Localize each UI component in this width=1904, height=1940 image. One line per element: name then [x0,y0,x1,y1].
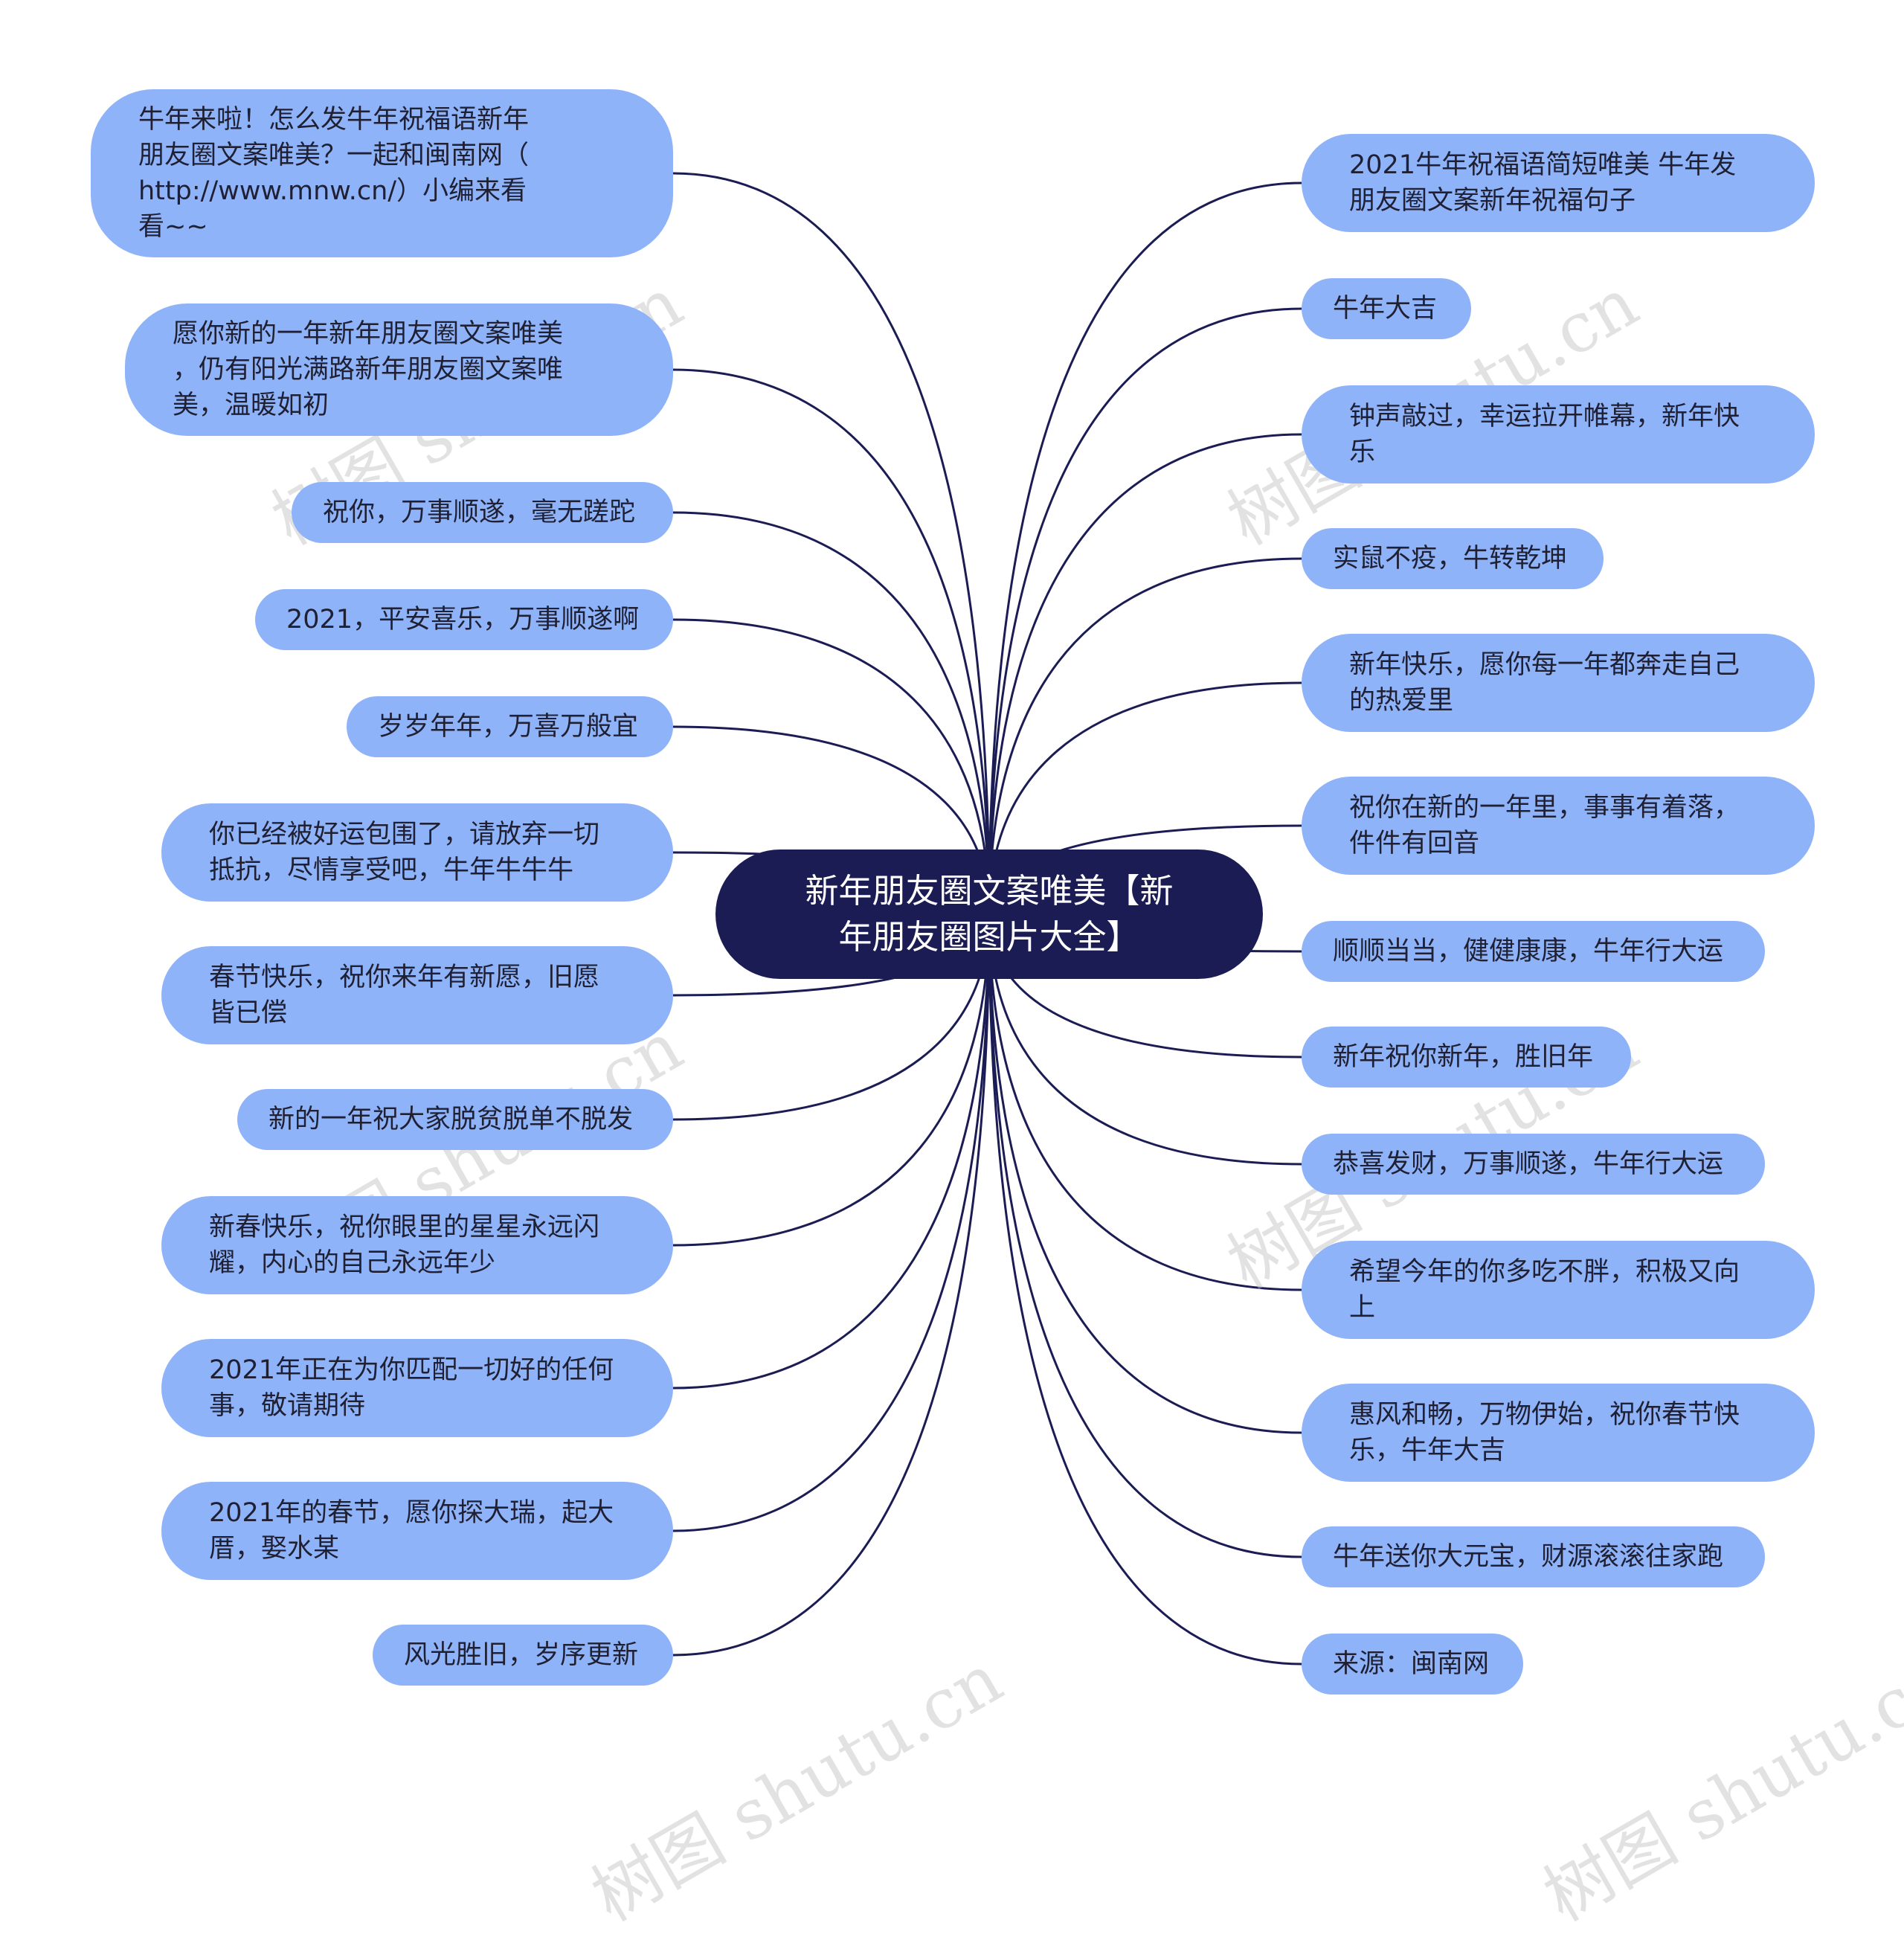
left-branch-label: 2021，平安喜乐，万事顺遂啊 [286,605,640,635]
left-branch-node[interactable]: 岁岁年年，万喜万般宜 [347,696,673,757]
right-connector-line [988,307,1302,914]
right-branch-label: 牛年送你大元宝，财源滚滚往家跑 [1333,1542,1724,1572]
right-branch-label: 2021牛年祝福语简短唯美 牛年发 朋友圈文案新年祝福句子 [1349,150,1737,216]
left-connector-line [672,172,991,914]
right-branch-label: 顺顺当当，健健康康，牛年行大运 [1333,937,1724,966]
left-connector-line [672,368,991,914]
right-branch-label: 新年祝你新年，胜旧年 [1333,1042,1594,1072]
left-connector-line [672,618,991,914]
right-branch-node[interactable]: 希望今年的你多吃不胖，积极又向 上 [1302,1241,1815,1339]
right-branch-node[interactable]: 惠风和畅，万物伊始，祝你春节快 乐，牛年大吉 [1302,1384,1815,1482]
right-branch-node[interactable]: 新年快乐，愿你每一年都奔走自己 的热爱里 [1302,634,1815,732]
right-branch-node[interactable]: 顺顺当当，健健康康，牛年行大运 [1302,921,1765,982]
right-branch-node[interactable]: 新年祝你新年，胜旧年 [1302,1027,1631,1088]
right-connector-line [988,913,1302,1666]
right-branch-label: 恭喜发财，万事顺遂，牛年行大运 [1333,1149,1724,1179]
right-branch-label: 牛年大吉 [1333,294,1438,324]
right-branch-label: 钟声敲过，幸运拉开帷幕，新年快 乐 [1349,402,1740,467]
right-branch-label: 新年快乐，愿你每一年都奔走自己 的热爱里 [1349,650,1740,716]
left-branch-node[interactable]: 风光胜旧，岁序更新 [373,1625,673,1686]
left-branch-label: 2021年的春节，愿你探大瑞，起大 厝，娶水某 [209,1498,614,1564]
right-branch-node[interactable]: 来源：闽南网 [1302,1634,1523,1695]
left-branch-label: 春节快乐，祝你来年有新愿，旧愿 皆已偿 [209,963,600,1028]
right-branch-node[interactable]: 恭喜发财，万事顺遂，牛年行大运 [1302,1134,1765,1195]
right-branch-node[interactable]: 实鼠不疫，牛转乾坤 [1302,528,1604,589]
left-branch-label: 新春快乐，祝你眼里的星星永远闪 耀，内心的自己永远年少 [209,1212,600,1278]
left-branch-node[interactable]: 2021，平安喜乐，万事顺遂啊 [255,589,673,650]
right-branch-label: 实鼠不疫，牛转乾坤 [1333,544,1568,574]
right-connector-line [988,913,1302,1558]
right-branch-node[interactable]: 2021牛年祝福语简短唯美 牛年发 朋友圈文案新年祝福句子 [1302,134,1815,232]
right-branch-node[interactable]: 祝你在新的一年里，事事有着落， 件件有回音 [1302,777,1815,875]
left-connector-line [672,913,991,1390]
right-branch-label: 惠风和畅，万物伊始，祝你春节快 乐，牛年大吉 [1349,1400,1740,1465]
left-branch-node[interactable]: 新春快乐，祝你眼里的星星永远闪 耀，内心的自己永远年少 [161,1196,673,1294]
right-branch-node[interactable]: 牛年送你大元宝，财源滚滚往家跑 [1302,1526,1765,1587]
left-branch-node[interactable]: 2021年的春节，愿你探大瑞，起大 厝，娶水某 [161,1482,673,1580]
left-branch-label: 岁岁年年，万喜万般宜 [378,712,639,742]
left-branch-label: 风光胜旧，岁序更新 [404,1640,639,1670]
right-branch-node[interactable]: 牛年大吉 [1302,278,1471,339]
left-branch-label: 牛年来啦！怎么发牛年祝福语新年 朋友圈文案唯美？一起和闽南网（ http://w… [138,105,530,242]
left-connector-line [672,913,991,1247]
left-branch-label: 你已经被好运包围了，请放弃一切 抵抗，尽情享受吧，牛年牛牛牛 [209,820,600,885]
right-connector-line [988,557,1302,914]
right-branch-label: 希望今年的你多吃不胖，积极又向 上 [1349,1257,1740,1323]
right-connector-line [988,182,1302,914]
root-topic-label: 新年朋友圈文案唯美【新 年朋友圈图片大全】 [805,871,1174,957]
left-branch-label: 愿你新的一年新年朋友圈文案唯美 ，仍有阳光满路新年朋友圈文案唯 美，温暖如初 [173,319,564,420]
left-branch-label: 祝你，万事顺遂，毫无蹉跎 [323,498,636,527]
right-connector-line [988,913,1302,1434]
left-connector-line [672,913,991,1532]
left-branch-node[interactable]: 愿你新的一年新年朋友圈文案唯美 ，仍有阳光满路新年朋友圈文案唯 美，温暖如初 [125,303,673,436]
left-connector-line [672,913,991,1657]
right-branch-label: 来源：闽南网 [1333,1649,1490,1679]
right-branch-node[interactable]: 钟声敲过，幸运拉开帷幕，新年快 乐 [1302,385,1815,484]
root-topic[interactable]: 新年朋友圈文案唯美【新 年朋友圈图片大全】 [715,849,1263,979]
left-connector-line [672,511,991,914]
right-connector-line [988,433,1302,914]
left-branch-label: 新的一年祝大家脱贫脱单不脱发 [268,1105,634,1134]
left-branch-node[interactable]: 祝你，万事顺遂，毫无蹉跎 [292,482,673,543]
left-branch-node[interactable]: 2021年正在为你匹配一切好的任何 事，敬请期待 [161,1339,673,1437]
right-connector-line [988,913,1302,1291]
right-branch-label: 祝你在新的一年里，事事有着落， 件件有回音 [1349,793,1740,858]
left-branch-label: 2021年正在为你匹配一切好的任何 事，敬请期待 [209,1355,614,1421]
left-branch-node[interactable]: 新的一年祝大家脱贫脱单不脱发 [237,1089,673,1150]
left-branch-node[interactable]: 你已经被好运包围了，请放弃一切 抵抗，尽情享受吧，牛年牛牛牛 [161,803,673,902]
left-branch-node[interactable]: 牛年来啦！怎么发牛年祝福语新年 朋友圈文案唯美？一起和闽南网（ http://w… [91,89,673,257]
left-branch-node[interactable]: 春节快乐，祝你来年有新愿，旧愿 皆已偿 [161,946,673,1044]
